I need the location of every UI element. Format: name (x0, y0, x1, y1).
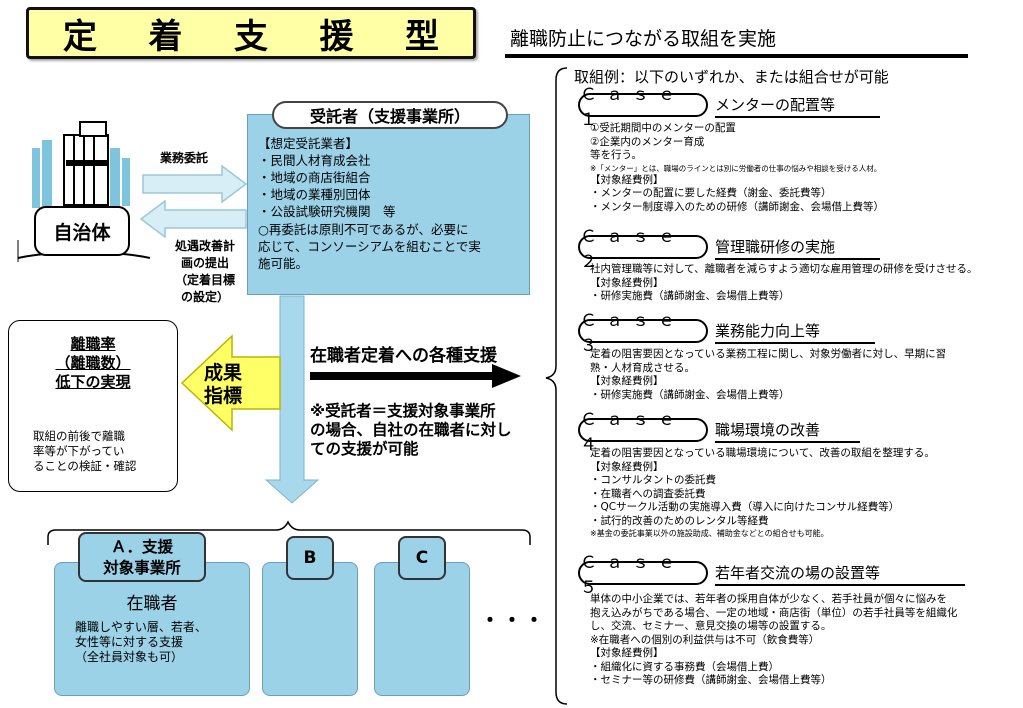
case3-title: 業務能力向上等 (715, 320, 875, 344)
rishoku-check: 取組の前後で離職 率等が下がってい ることの検証・確認 (33, 429, 137, 473)
jutaku-box: 【想定受託業者】 ・民間人材育成会社 ・地域の商店街組合 ・地域の業種別団体 ・… (247, 114, 530, 295)
title-char: 定 (63, 16, 97, 57)
building-icon (17, 121, 151, 262)
case2-title: 管理職研修の実施 (715, 236, 880, 260)
case3-body: 定着の阻害要因となっている業務工程に関し、対象労働者に対し、早期に習 熟・人材育… (590, 348, 947, 401)
target-c-box (374, 562, 470, 696)
jutaku-header: 受託者（支援事業所） (272, 101, 508, 129)
itaku-label: 業務委託 (160, 151, 209, 165)
subtitle: 離職防止につながる取組を実施 (510, 28, 777, 50)
subtitle-underline (505, 54, 968, 58)
bottom-brace (47, 520, 531, 545)
seika-arrow (180, 334, 281, 432)
target-a-box: 在職者 離職しやすい層、若者、 女性等に対する支援 （全社員対象も可） (54, 562, 250, 696)
target-a-title: 在職者 (126, 594, 178, 614)
case2-pill: Ｃａｓｅ２ (578, 227, 708, 272)
target-b-box (262, 562, 358, 696)
target-a-label: Ａ．支援 対象事業所 (78, 532, 206, 582)
title-box: 定 着 支 援 型 (26, 7, 476, 59)
title-char: 着 (148, 16, 183, 57)
right-brace (545, 67, 568, 705)
case5-title: 若年者交流の場の設置等 (715, 562, 965, 586)
itaku-arrow (142, 164, 248, 204)
case2-body: 社内管理職等に対して、離職者を減らすよう適切な雇用管理の研修を受けさせる。 【対… (590, 263, 978, 302)
rishoku-title: 離職率 （離職数） 低下の実現 (55, 335, 131, 391)
note-text: ※受託者＝支援対象事業所 の場合、自社の在職者に対し ての支援が可能 (310, 402, 512, 458)
title-char: 支 (234, 16, 268, 57)
case1-pill: Ｃａｓｅ１ (578, 85, 708, 130)
examples-header: 取組例：以下のいずれか、または組合せが可能 (574, 68, 889, 86)
more-dots: ・・・ (480, 608, 546, 632)
title-char: 援 (319, 16, 354, 57)
case1-body: ①受託期間中のメンターの配置 ②企業内のメンター育成 等を行う。 ※「メンター」… (590, 122, 884, 213)
case3-pill: Ｃａｓｅ３ (578, 311, 708, 356)
down-arrow (264, 295, 320, 504)
case1-title: メンターの配置等 (715, 94, 880, 118)
shogu-label: 処遇改善計 画の提出 （定着目標 の設定） (174, 239, 235, 304)
teishutsu-arrow (139, 199, 247, 239)
target-a-desc: 離職しやすい層、若者、 女性等に対する支援 （全社員対象も可） (75, 620, 207, 664)
support-arrow (310, 364, 521, 388)
case4-pill: Ｃａｓｅ４ (578, 410, 708, 455)
case5-pill: Ｃａｓｅ５ (578, 553, 708, 598)
target-c-label: C (398, 536, 446, 580)
jichitai-label: 自治体 (53, 221, 111, 244)
case5-body: 単体の中小企業では、若年者の採用自体が少なく、若手社員が個々に悩みを 抱え込みが… (590, 593, 958, 686)
jutaku-list: 【想定受託業者】 ・民間人材育成会社 ・地域の商店街組合 ・地域の業種別団体 ・… (258, 136, 396, 219)
case4-title: 職場環境の改善 (715, 419, 860, 443)
jutaku-note: ○再委託は原則不可であるが、必要に 応じて、コンソーシアムを組むことで実 施可能… (258, 222, 481, 271)
support-label: 在職者定着への各種支援 (310, 346, 497, 366)
jichitai-box: 自治体 (34, 206, 130, 256)
target-b-label: B (286, 536, 334, 580)
seika-label: 成果 指標 (204, 362, 243, 407)
rishoku-box: 離職率 （離職数） 低下の実現 取組の前後で離職 率等が下がってい ることの検証… (8, 320, 178, 492)
title-char: 型 (405, 16, 439, 57)
case4-body: 定着の阻害要因となっている職場環境について、改善の取組を整理する。 【対象経費例… (590, 447, 935, 538)
